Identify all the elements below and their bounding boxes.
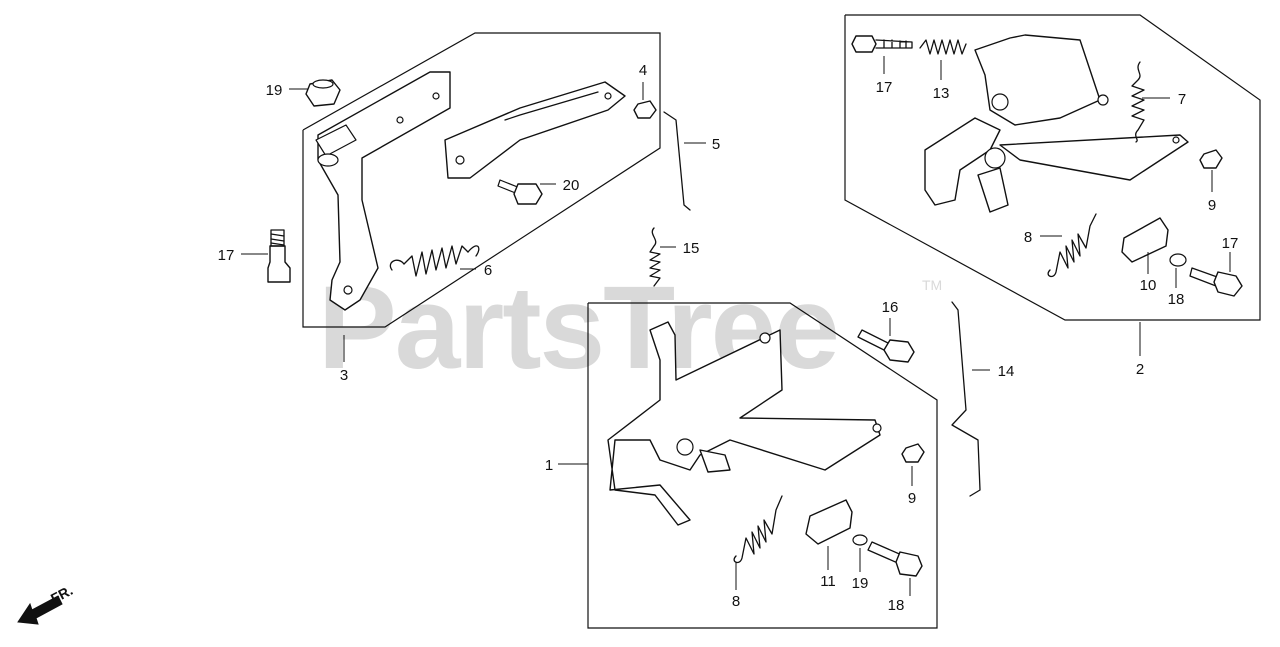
- bolt-15: [267, 245, 291, 283]
- callout-12: 14: [998, 363, 1015, 380]
- assembly-group-1: [587, 301, 981, 629]
- spring-8-lower: [733, 495, 783, 564]
- callout-19-lower: 19: [852, 575, 869, 592]
- callout-11: 13: [933, 85, 950, 102]
- pivot-boss-lower: [984, 147, 1006, 169]
- washer-19-lower: [852, 534, 868, 546]
- pivot-washer: [317, 153, 339, 167]
- callout-15: 17: [218, 247, 235, 264]
- callout-16: 17: [876, 79, 893, 96]
- bolt-15-thread: [270, 229, 285, 247]
- control-base-assembly: [607, 321, 881, 526]
- control-plate: [974, 34, 1101, 126]
- base-hole-b: [872, 423, 882, 433]
- callout-8-lower: 8: [732, 593, 740, 610]
- bolt-14-head: [883, 339, 915, 363]
- callout-1: 1: [545, 457, 553, 474]
- bracket-hole-a: [455, 155, 465, 165]
- spring-6-hook-b: [467, 245, 480, 257]
- nut-18-top: [312, 79, 334, 89]
- control-lever-bar: [999, 134, 1189, 181]
- spring-7: [1131, 61, 1145, 143]
- nut-9-upper: [1199, 149, 1223, 169]
- callout-13: 15: [683, 240, 700, 257]
- bolt-15-thread-lines: [270, 233, 285, 246]
- control-base-bracket: [924, 117, 1001, 206]
- nut-4: [633, 100, 657, 119]
- governor-rod-5: [663, 111, 691, 211]
- callout-6: 6: [484, 262, 492, 279]
- callout-7: 7: [1178, 91, 1186, 108]
- throttle-bracket-plate: [444, 81, 626, 179]
- leader-lines: [241, 56, 1231, 596]
- spring-6-coil: [403, 245, 469, 277]
- bolt-16-shank: [875, 39, 913, 49]
- lever-hole-b: [396, 116, 404, 124]
- spring-11: [919, 39, 967, 55]
- base-pivot: [676, 438, 694, 456]
- assembly-group-2: [844, 14, 1261, 321]
- bolt-20-head: [513, 183, 543, 205]
- bracket-hole-b: [604, 92, 612, 100]
- assembly-group-3: [267, 32, 691, 328]
- cable-clip-10-lower: [805, 499, 853, 545]
- plate-hole: [1097, 94, 1109, 106]
- group-frame-1: [587, 302, 938, 629]
- lever-hole-a: [432, 92, 440, 100]
- bracket-rib: [504, 91, 599, 121]
- arrow-front-icon: [17, 595, 63, 625]
- base-hole-a: [759, 332, 771, 344]
- base-tab: [699, 449, 731, 473]
- callout-9-lower: 9: [908, 490, 916, 507]
- choke-tab: [977, 167, 1009, 213]
- throttle-rod-12: [951, 301, 981, 497]
- spring-6-hook-a: [389, 259, 405, 271]
- callout-20: 20: [563, 177, 580, 194]
- bolt-16-head: [851, 35, 877, 53]
- group-frame-2: [844, 14, 1261, 321]
- lever-pivot-boss: [315, 124, 357, 157]
- spring-13: [649, 227, 661, 287]
- callout-17-upper: 17: [1222, 235, 1239, 252]
- cable-clip-10-upper: [1121, 217, 1169, 263]
- bolt-17-upper-head: [1213, 271, 1243, 297]
- front-direction-indicator: FR.: [17, 582, 75, 625]
- lever-hole-c: [343, 285, 353, 295]
- watermark-trademark: TM: [922, 277, 942, 293]
- bolt-17-lower-head: [895, 551, 923, 577]
- nut-9-lower: [901, 443, 925, 463]
- callout-14: 16: [882, 299, 899, 316]
- spring-8-upper: [1047, 213, 1097, 278]
- callout-4: 4: [639, 62, 647, 79]
- callout-2: 2: [1136, 361, 1144, 378]
- callout-8-upper: 8: [1024, 229, 1032, 246]
- callout-18: 19: [266, 82, 283, 99]
- pivot-boss-upper: [991, 93, 1009, 111]
- callout-3: 3: [340, 367, 348, 384]
- callout-19-upper: 18: [1168, 291, 1185, 308]
- callout-5: 5: [712, 136, 720, 153]
- callout-10-lower: 11: [820, 573, 836, 590]
- callout-10-upper: 10: [1140, 277, 1157, 294]
- bar-hole: [1172, 136, 1180, 144]
- washer-19-upper: [1169, 253, 1187, 267]
- callout-labels: 19 4 5 20 17 6 15 3 17 13 7 9 8 10 18 17…: [218, 62, 1239, 614]
- callout-17-lower: 18: [888, 597, 905, 614]
- group-frame-3: [302, 32, 661, 328]
- callout-9-upper: 9: [1208, 197, 1216, 214]
